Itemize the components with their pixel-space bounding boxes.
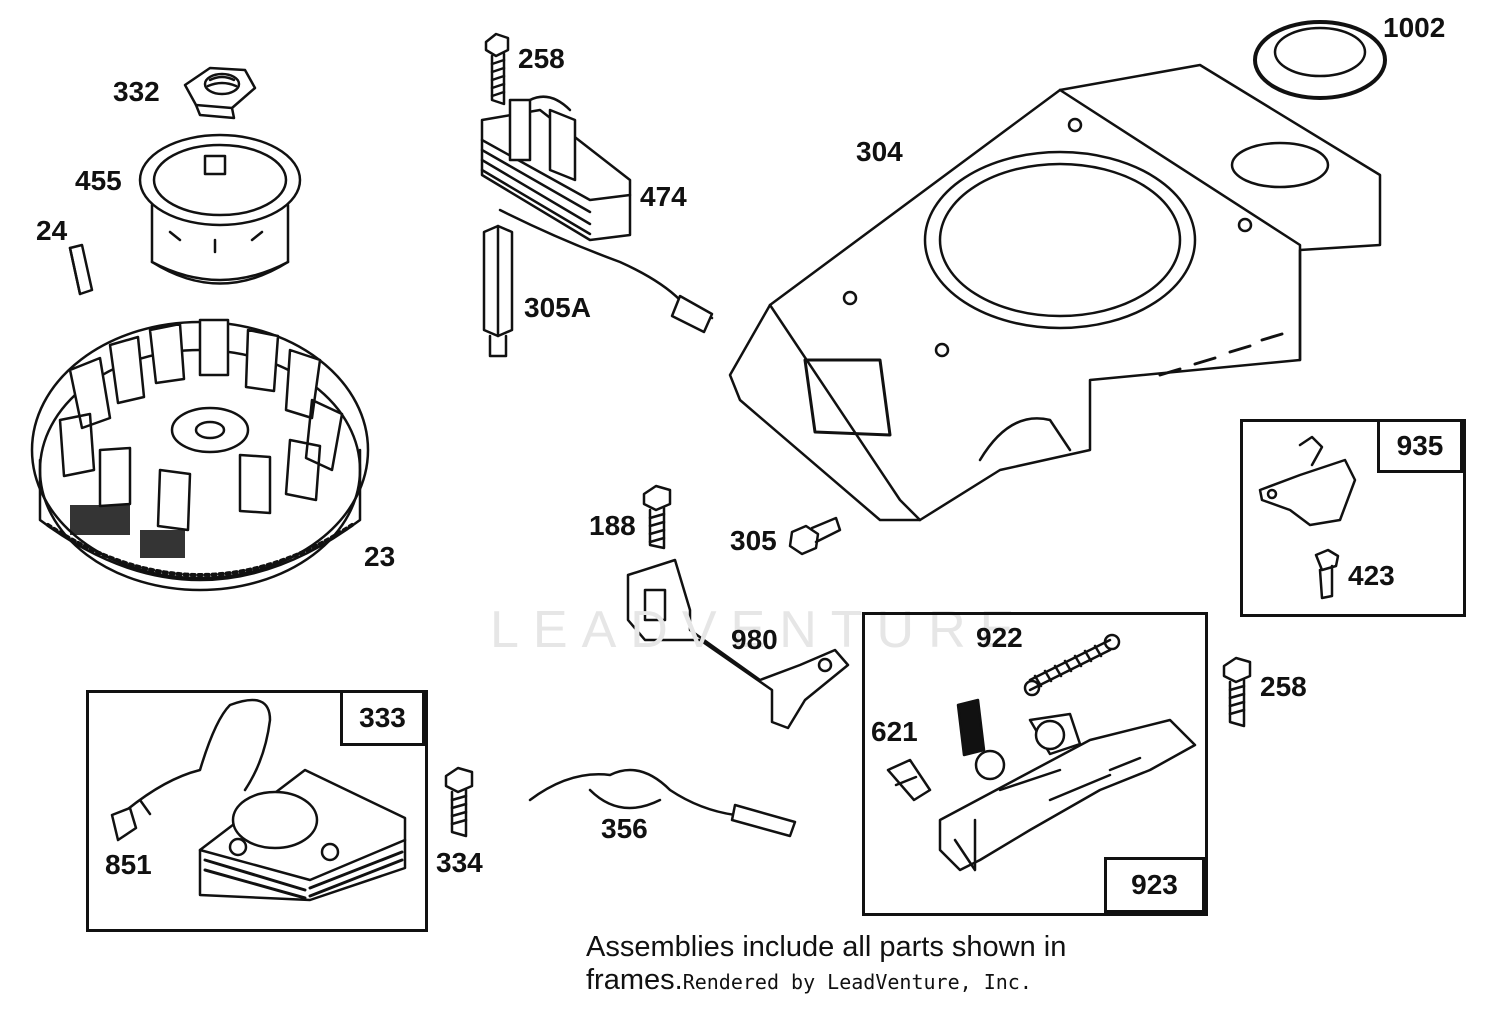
wire-851-drawing — [110, 698, 272, 842]
switch-935-drawing — [1258, 435, 1357, 527]
label-23: 23 — [364, 541, 396, 572]
frame-333-tag: 333 — [340, 690, 425, 746]
label-332: 332 — [113, 76, 160, 107]
label-474: 474 — [640, 181, 687, 212]
label-258-top: 258 — [518, 43, 565, 74]
bolt-258-top-drawing — [484, 32, 510, 106]
flywheel-23-drawing — [30, 318, 370, 592]
frame-333 — [86, 690, 428, 932]
assemblies-note-text: Assemblies include all parts shown in fr… — [586, 931, 1067, 996]
cup-455-drawing — [138, 133, 302, 285]
label-304: 304 — [856, 136, 903, 167]
label-24: 24 — [36, 215, 68, 246]
label-188: 188 — [589, 510, 636, 541]
bolt-188-drawing — [642, 484, 672, 550]
label-455: 455 — [75, 165, 122, 196]
label-1002: 1002 — [1383, 12, 1446, 43]
key-24-drawing — [68, 243, 94, 296]
label-980: 980 — [731, 624, 778, 655]
render-credit: Rendered by LeadVenture, Inc. — [682, 970, 1032, 994]
watermark: LEADVENTURE — [490, 601, 1029, 659]
bolt-334-drawing — [444, 766, 474, 838]
label-258-right: 258 — [1260, 671, 1307, 702]
spring-922-drawing — [1023, 633, 1121, 697]
frame-935 — [1240, 419, 1466, 617]
bracket-980-drawing — [626, 558, 850, 730]
wire-356-drawing — [528, 768, 797, 838]
ring-1002-drawing — [1253, 20, 1387, 100]
frame-935-tag: 935 — [1377, 419, 1463, 473]
bolt-258-right-drawing — [1222, 656, 1252, 728]
bolt-305-drawing — [788, 516, 842, 556]
governor-923-drawing — [938, 698, 1197, 872]
label-305: 305 — [730, 525, 777, 556]
armature-474-drawing — [480, 95, 632, 242]
assemblies-note: Assemblies include all parts shown in fr… — [586, 931, 1166, 999]
label-305A: 305A — [524, 292, 591, 323]
nut-332-drawing — [183, 66, 257, 120]
label-922: 922 — [976, 622, 1023, 653]
coil-333-drawing — [198, 768, 407, 902]
label-621: 621 — [871, 716, 918, 747]
label-851: 851 — [105, 849, 152, 880]
clip-621-drawing — [886, 758, 932, 802]
stud-305A-drawing — [482, 208, 714, 358]
frame-923-tag: 923 — [1104, 857, 1205, 913]
label-356: 356 — [601, 813, 648, 844]
screw-423-drawing — [1314, 548, 1340, 600]
blower-housing-304-drawing — [728, 63, 1382, 522]
label-334: 334 — [436, 847, 483, 878]
frame-923 — [862, 612, 1208, 916]
label-423: 423 — [1348, 560, 1395, 591]
